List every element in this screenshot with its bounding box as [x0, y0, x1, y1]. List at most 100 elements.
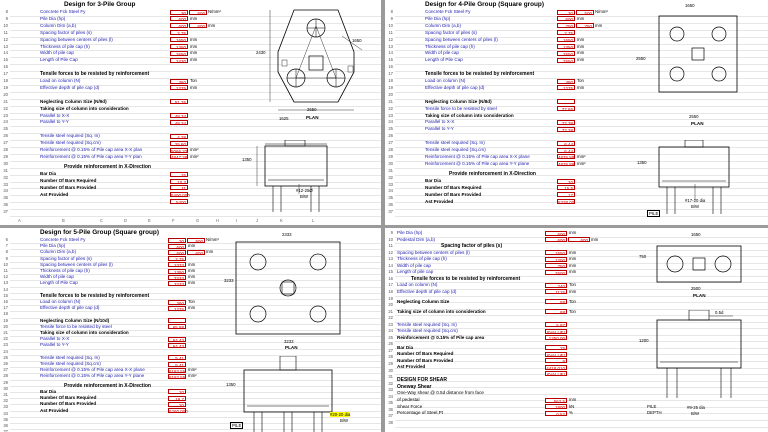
value-cell[interactable]: 4418.010: [545, 364, 567, 371]
value-cell[interactable]: 1350: [168, 268, 186, 275]
value-cell[interactable]: 600: [168, 249, 186, 256]
value-cell[interactable]: 360: [168, 299, 186, 306]
horizontal-pane-splitter[interactable]: [0, 225, 768, 228]
value-cell-2[interactable]: 600: [568, 237, 590, 243]
value-cell[interactable]: 600: [545, 237, 567, 243]
value-cell[interactable]: 600: [170, 23, 188, 29]
value-cell-2[interactable]: 500: [187, 237, 205, 244]
value-cell[interactable]: 11: [170, 185, 188, 191]
column-header[interactable]: C: [100, 218, 104, 223]
value-cell[interactable]: 77.65: [557, 106, 575, 112]
value-cell[interactable]: 64.43: [168, 342, 186, 349]
value-cell[interactable]: 6.44: [557, 147, 575, 154]
value-cell[interactable]: 4847.38: [170, 154, 188, 161]
value-cell[interactable]: 1275: [170, 85, 188, 91]
value-cell[interactable]: 5400: [170, 199, 188, 205]
value-cell[interactable]: 750: [557, 23, 575, 29]
value-cell[interactable]: 72.38: [557, 126, 575, 133]
value-cell[interactable]: #VALUE!: [545, 371, 567, 378]
value-cell[interactable]: 48.34: [170, 119, 188, 126]
value-cell[interactable]: 5.41: [168, 361, 186, 368]
value-cell-2[interactable]: 600: [189, 23, 207, 29]
value-cell[interactable]: 1350.00: [545, 335, 567, 341]
value-cell[interactable]: 5.97: [545, 322, 567, 328]
value-cell[interactable]: 1650: [170, 37, 188, 43]
value-cell[interactable]: #VALUE!: [545, 351, 567, 358]
value-cell[interactable]: 9: [545, 358, 567, 364]
value-cell[interactable]: 65.88: [168, 324, 186, 330]
column-header[interactable]: J: [256, 218, 259, 223]
value-cell[interactable]: 480: [557, 78, 575, 85]
value-cell[interactable]: 600: [545, 230, 567, 237]
value-cell[interactable]: 750: [545, 263, 567, 269]
value-cell[interactable]: 72.38: [557, 119, 575, 126]
value-cell-2[interactable]: 500: [189, 9, 207, 16]
value-cell[interactable]: 1125: [545, 289, 567, 295]
value-cell[interactable]: 2550: [557, 57, 575, 64]
value-cell[interactable]: 1275: [557, 85, 575, 91]
value-cell[interactable]: 20: [168, 389, 186, 395]
value-cell[interactable]: 6.44: [557, 140, 575, 147]
value-cell[interactable]: 562.5: [545, 397, 567, 404]
value-cell-2[interactable]: 600: [187, 249, 205, 256]
value-cell-2[interactable]: 750: [576, 23, 594, 29]
value-cell[interactable]: 1275: [168, 305, 186, 312]
value-cell[interactable]: 25.60: [170, 140, 188, 147]
vertical-pane-splitter[interactable]: [381, 0, 385, 432]
value-cell[interactable]: 30: [168, 237, 186, 244]
value-cell[interactable]: 2.75: [557, 30, 575, 36]
value-cell[interactable]: 15.5: [557, 185, 575, 191]
column-header[interactable]: E: [148, 218, 151, 223]
value-cell[interactable]: 3233: [168, 274, 186, 281]
value-cell[interactable]: 4.29: [170, 133, 188, 140]
value-cell[interactable]: 25: [170, 171, 188, 178]
value-cell[interactable]: 600: [168, 243, 186, 250]
pane-5-pile-group[interactable]: Design for 5-Pile Group (Square group) 6…: [0, 228, 381, 432]
value-cell[interactable]: 2.75: [168, 256, 186, 262]
value-cell[interactable]: 1650: [557, 37, 575, 43]
column-header[interactable]: K: [280, 218, 283, 223]
value-cell[interactable]: 1650: [545, 250, 567, 256]
column-header[interactable]: F: [172, 218, 175, 223]
value-cell[interactable]: 2430: [170, 57, 188, 64]
value-cell[interactable]: 240: [545, 282, 567, 289]
value-cell[interactable]: 2650: [170, 50, 188, 57]
value-cell[interactable]: 5400.000: [170, 192, 190, 199]
column-header[interactable]: A: [18, 218, 21, 223]
column-header[interactable]: H: [216, 218, 220, 223]
value-cell[interactable]: 48.34: [170, 113, 188, 119]
value-cell[interactable]: 600: [557, 16, 575, 22]
value-cell[interactable]: 1800: [545, 404, 567, 410]
value-cell[interactable]: 5.41: [168, 355, 186, 361]
value-cell[interactable]: 4876.88: [557, 154, 575, 161]
column-header[interactable]: B: [62, 218, 65, 223]
value-cell[interactable]: 20: [168, 401, 186, 408]
value-cell[interactable]: 2333: [168, 262, 186, 268]
value-cell[interactable]: 51.76: [170, 99, 188, 105]
column-header[interactable]: I: [236, 218, 238, 223]
pane-4-pile-group[interactable]: Design for 4-Pile Group (Square group) 8…: [385, 0, 768, 225]
column-header[interactable]: D: [124, 218, 128, 223]
value-cell[interactable]: 10.3: [170, 178, 188, 185]
value-cell[interactable]: 2500: [545, 269, 567, 276]
value-cell[interactable]: #VALUE!: [545, 328, 567, 335]
value-cell[interactable]: 2550: [557, 50, 575, 57]
value-cell[interactable]: 3233: [168, 280, 186, 287]
value-cell[interactable]: 6182.55: [168, 373, 186, 380]
value-cell[interactable]: 88: [545, 299, 567, 305]
value-cell[interactable]: 5338.00: [557, 199, 575, 206]
value-cell[interactable]: [168, 318, 186, 324]
value-cell[interactable]: 5066.33: [170, 147, 188, 154]
value-cell[interactable]: [557, 99, 575, 105]
value-cell[interactable]: 20: [557, 178, 575, 185]
value-cell[interactable]: 25: [545, 345, 567, 351]
value-cell[interactable]: 1350: [170, 44, 188, 50]
value-cell[interactable]: 30: [557, 9, 575, 16]
value-cell[interactable]: 6280.000: [168, 408, 188, 414]
value-cell[interactable]: 64.43: [168, 336, 186, 343]
value-cell[interactable]: 0.52: [545, 410, 567, 417]
value-cell[interactable]: 4876.88: [557, 161, 575, 168]
column-header[interactable]: L: [312, 218, 315, 223]
